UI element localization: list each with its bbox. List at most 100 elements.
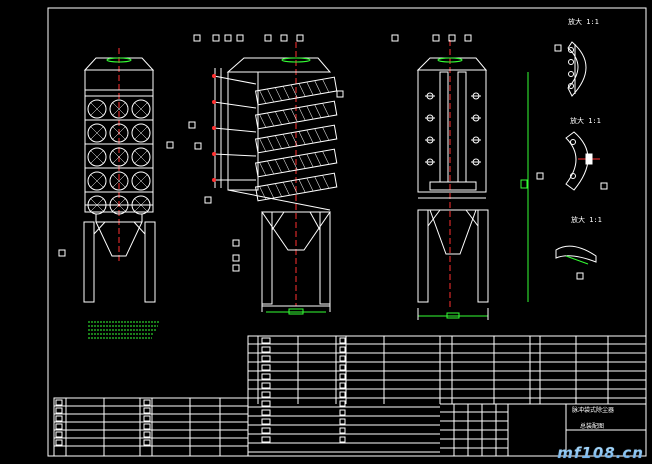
parts-cell-box xyxy=(143,415,151,422)
tube-hatch xyxy=(290,84,298,98)
filter-bag-circle xyxy=(87,195,107,215)
part-balloon xyxy=(194,142,202,150)
tb-cell-box xyxy=(261,427,271,434)
detail-bolt xyxy=(568,47,574,53)
part-balloon xyxy=(448,34,456,42)
detail-bolt xyxy=(568,59,574,65)
filter-tube xyxy=(254,124,338,154)
front-view xyxy=(83,48,156,303)
tube-hatch xyxy=(306,177,314,192)
filter-tube xyxy=(254,172,338,202)
tb-cell-box xyxy=(261,409,271,416)
technical-notes xyxy=(88,321,160,339)
title-block-outer xyxy=(247,335,647,457)
tube-hatch xyxy=(275,111,282,125)
parts-cell-box xyxy=(55,431,63,438)
title-block-subtitle: 总装配图 xyxy=(580,423,605,430)
detail-b-label: 放大 1:1 xyxy=(570,117,601,125)
tube-hatch xyxy=(322,127,330,141)
part-balloon xyxy=(232,239,240,247)
valve-dot xyxy=(212,126,216,130)
filter-bag-circle xyxy=(109,123,129,143)
filter-bag-circle xyxy=(131,195,151,215)
tube-hatch xyxy=(267,184,274,199)
tube-hatch xyxy=(314,80,322,94)
tube-hatch xyxy=(298,83,306,97)
part-balloon xyxy=(166,141,174,149)
tube-hatch xyxy=(322,151,330,165)
parts-cell-box xyxy=(55,439,63,446)
blow-pipe xyxy=(213,75,257,85)
blow-pipe xyxy=(213,127,257,133)
tb-cell-box xyxy=(339,364,346,371)
parts-cell-box xyxy=(55,407,63,414)
title-block xyxy=(53,335,647,457)
tb-cell-box xyxy=(339,391,346,398)
filter-bag-circle xyxy=(131,123,151,143)
bag-cross xyxy=(134,174,148,188)
tb-cell-box xyxy=(261,391,271,398)
tube-hatch xyxy=(267,160,274,175)
parts-cell-box xyxy=(143,399,151,406)
filter-bag-circle xyxy=(87,171,107,191)
valve-dot xyxy=(212,152,216,156)
tube-hatch xyxy=(267,112,274,127)
part-balloon xyxy=(554,44,562,52)
tube-hatch xyxy=(259,186,267,200)
part-balloon xyxy=(464,34,472,42)
bag-cross xyxy=(134,102,148,116)
part-balloon xyxy=(232,254,240,262)
part-balloon xyxy=(600,182,608,190)
watermark-logo: mf108.cn xyxy=(557,444,644,462)
tb-cell-box xyxy=(261,364,271,371)
filter-bag-tubes xyxy=(212,74,338,202)
tube-hatch xyxy=(298,107,306,121)
tb-cell-box xyxy=(339,427,346,434)
tb-cell-box xyxy=(261,346,271,353)
part-balloon xyxy=(224,34,232,42)
part-balloon xyxy=(576,272,584,280)
tube-hatch xyxy=(282,182,290,196)
filter-bag-circle xyxy=(131,171,151,191)
bag-cross xyxy=(112,174,126,188)
filter-bag-circle xyxy=(87,123,107,143)
tube-hatch xyxy=(275,159,282,173)
bag-cross xyxy=(90,174,104,188)
valve-dot xyxy=(212,100,216,104)
tb-cell-box xyxy=(339,373,346,380)
tb-cell-box xyxy=(339,400,346,407)
tb-cell-box xyxy=(261,400,271,407)
parts-cell-box xyxy=(143,407,151,414)
tube-hatch xyxy=(314,128,322,142)
filter-tube xyxy=(254,100,338,130)
tb-cell-box xyxy=(261,418,271,425)
tube-hatch xyxy=(290,180,298,194)
filter-bag-circle xyxy=(131,99,151,119)
blow-pipe xyxy=(213,153,257,157)
detail-bolts xyxy=(568,47,576,179)
part-balloon xyxy=(391,34,399,42)
tube-hatch xyxy=(282,158,290,172)
parts-list-left xyxy=(53,397,249,457)
filter-bag-circle xyxy=(87,147,107,167)
part-leaders xyxy=(58,34,608,339)
bag-cross xyxy=(90,102,104,116)
filter-bag-grid xyxy=(85,95,153,215)
bag-cross xyxy=(134,126,148,140)
tube-hatch xyxy=(298,131,306,145)
tube-hatch xyxy=(259,162,267,176)
bag-cross xyxy=(134,198,148,212)
detail-bolt xyxy=(568,83,574,89)
tb-cell-box xyxy=(339,382,346,389)
blow-pipe xyxy=(213,101,257,109)
part-balloon xyxy=(336,90,344,98)
title-block-title: 脉冲袋式除尘器 xyxy=(572,407,615,414)
filter-bag-circle xyxy=(109,195,129,215)
tb-cell-box xyxy=(339,346,346,353)
tube-hatch xyxy=(322,103,330,117)
tube-hatch xyxy=(298,179,306,193)
parts-cell-box xyxy=(55,423,63,430)
bag-cross xyxy=(112,126,126,140)
part-balloon xyxy=(296,34,304,42)
